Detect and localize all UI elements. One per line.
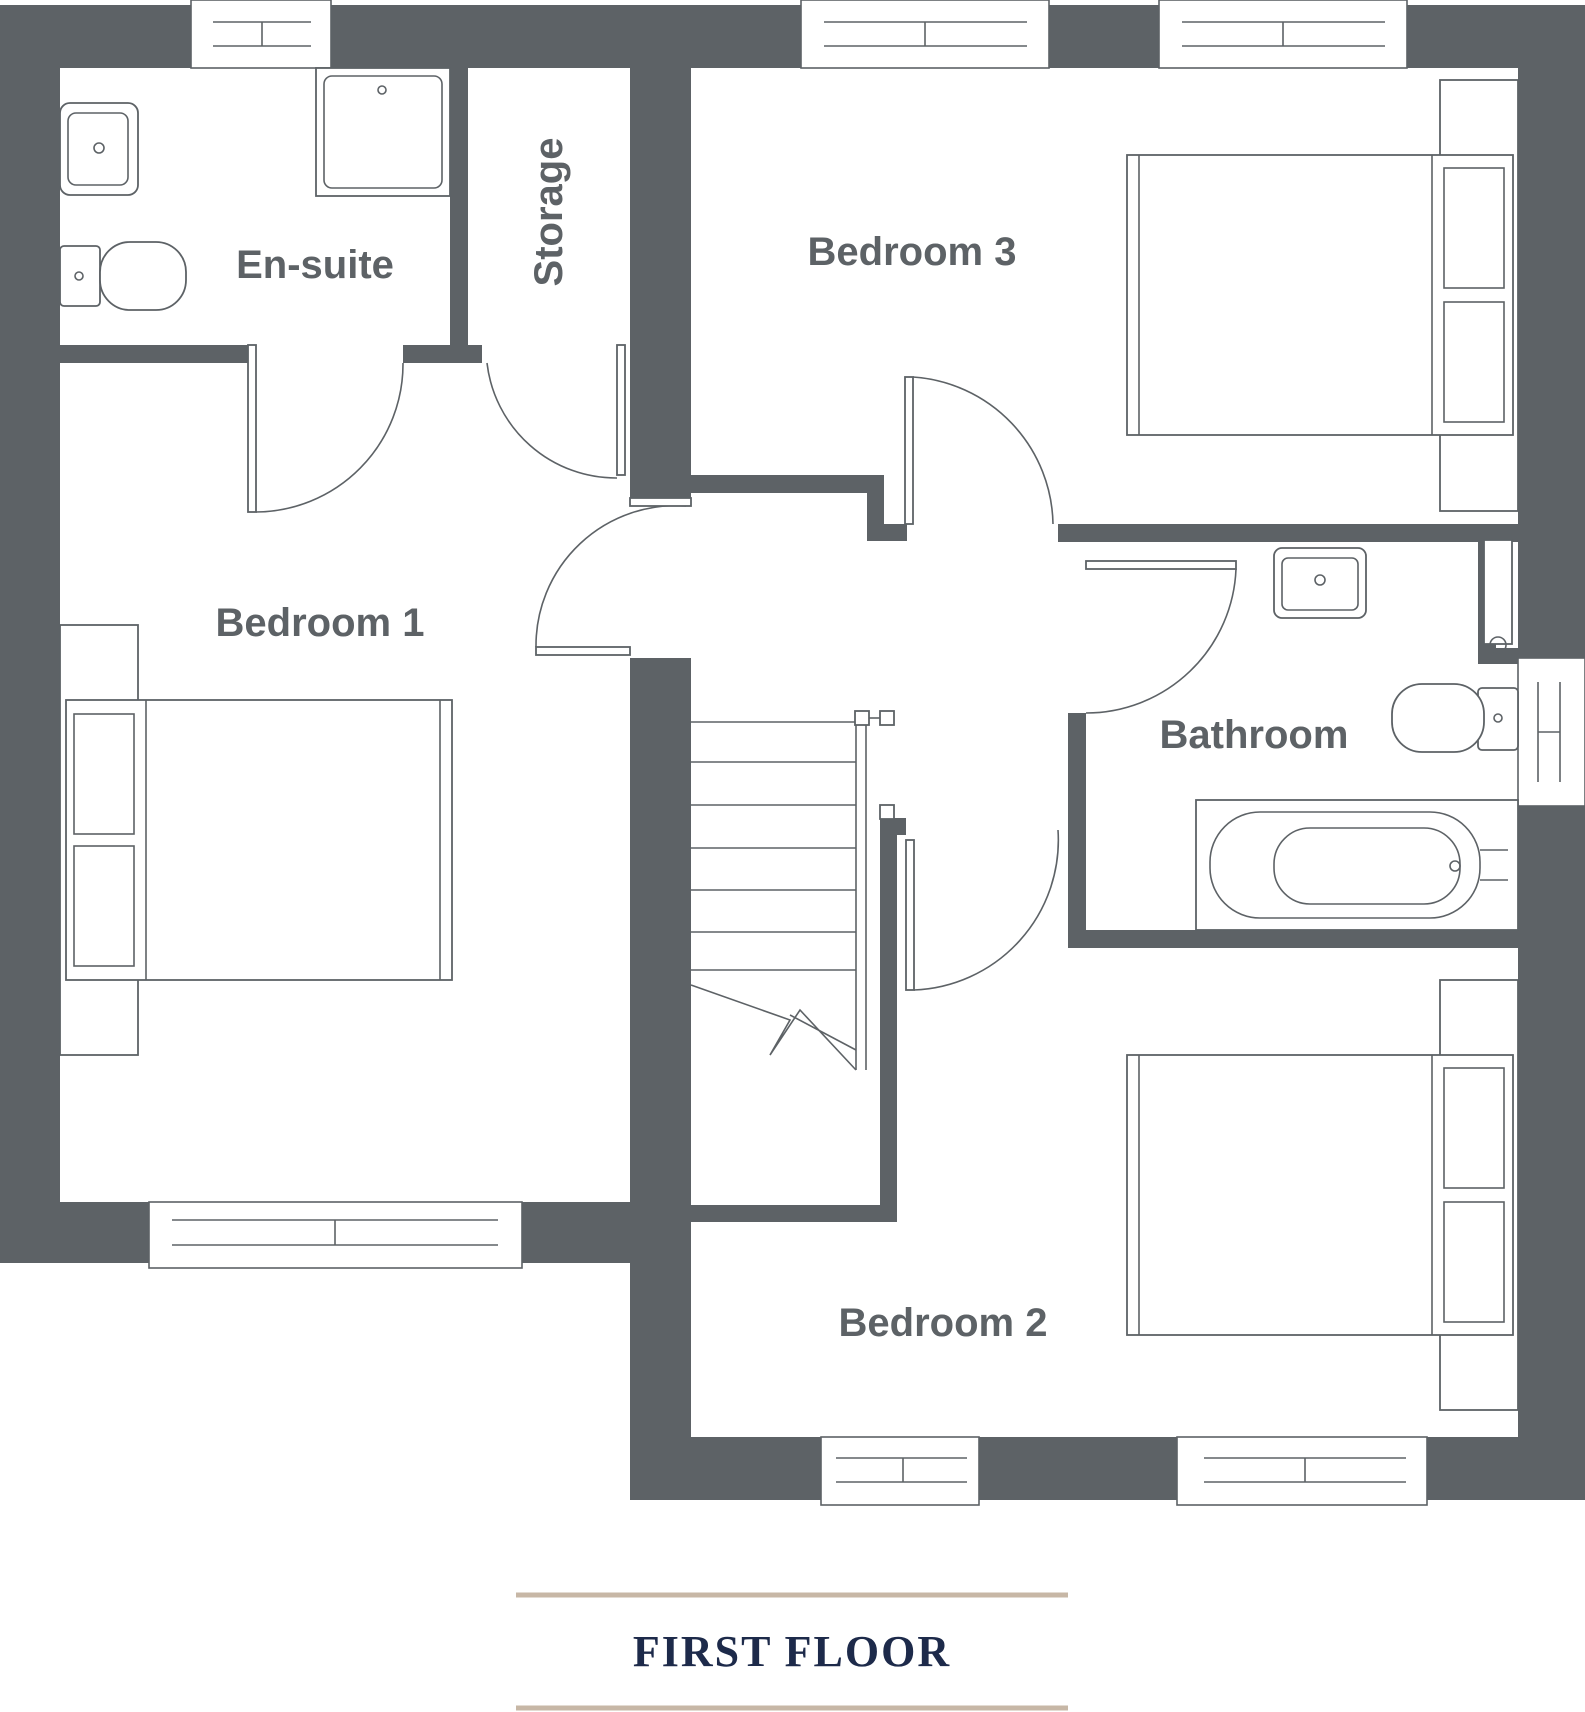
walls [0,5,1585,1500]
room-label-storage: Storage [527,138,571,287]
floor-title-block: FIRST FLOOR [516,1592,1068,1711]
staircase [690,710,895,1071]
doors [247,344,1237,991]
room-label-bathroom: Bathroom [1160,713,1349,757]
room-label-bedroom-3: Bedroom 3 [808,230,1017,274]
room-labels: En-suite Storage Bedroom 1 Bedroom 3 Bat… [216,138,1349,1345]
windows [148,0,1585,1506]
room-label-bedroom-1: Bedroom 1 [216,601,425,645]
fixtures [59,67,1519,1411]
floor-title: FIRST FLOOR [633,1627,951,1676]
room-label-bedroom-2: Bedroom 2 [839,1301,1048,1345]
room-label-en-suite: En-suite [236,243,394,287]
